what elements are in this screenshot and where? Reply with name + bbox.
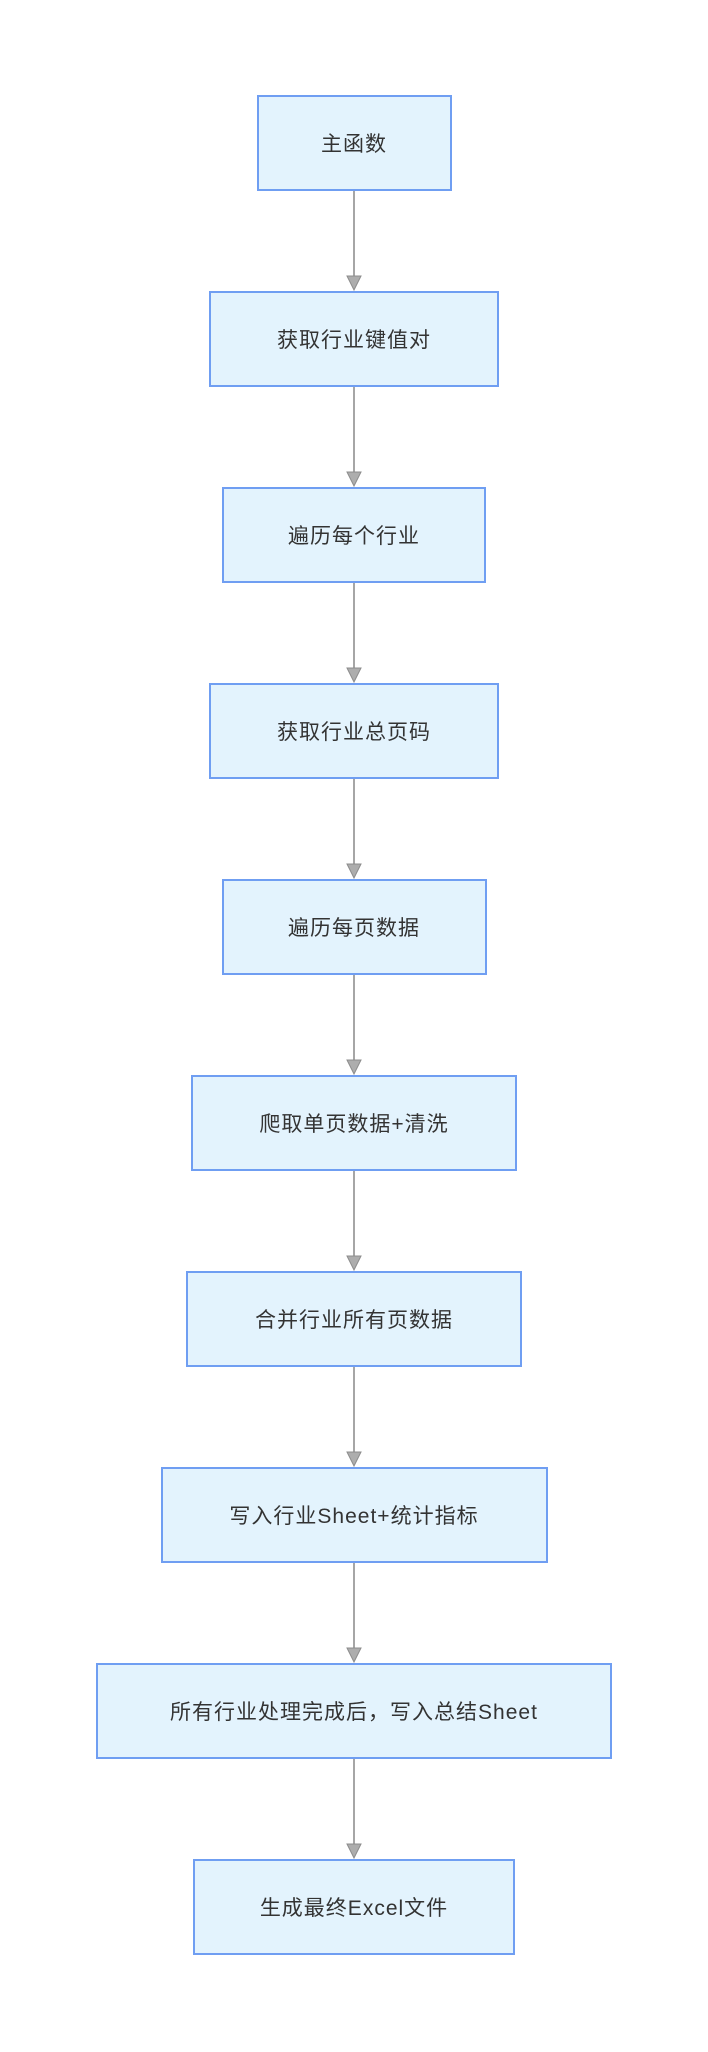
- flow-node-label: 主函数: [321, 133, 387, 156]
- arrow-down-icon: [346, 1171, 362, 1271]
- flow-node-label: 写入行业Sheet+统计指标: [229, 1505, 479, 1528]
- flow-node-label: 爬取单页数据+清洗: [259, 1113, 449, 1136]
- flow-connector: [346, 583, 362, 683]
- flow-node-label: 遍历每个行业: [288, 525, 420, 548]
- flow-node-label: 合并行业所有页数据: [255, 1309, 453, 1332]
- flow-node-iterate-each-industry: 遍历每个行业: [222, 487, 486, 583]
- flow-node-main-function: 主函数: [256, 95, 452, 191]
- flow-node-get-industry-total-pages: 获取行业总页码: [209, 683, 499, 779]
- flow-node-label: 所有行业处理完成后，写入总结Sheet: [170, 1701, 538, 1724]
- flow-node-label: 生成最终Excel文件: [259, 1897, 449, 1920]
- flow-node-iterate-each-page: 遍历每页数据: [221, 879, 487, 975]
- arrow-down-icon: [346, 387, 362, 487]
- flow-connector: [346, 191, 362, 291]
- flow-node-get-industry-key-values: 获取行业键值对: [209, 291, 499, 387]
- arrow-down-icon: [346, 1759, 362, 1859]
- flow-node-merge-industry-pages: 合并行业所有页数据: [186, 1271, 522, 1367]
- flow-node-crawl-single-page-clean: 爬取单页数据+清洗: [191, 1075, 517, 1171]
- arrow-down-icon: [346, 779, 362, 879]
- flow-node-write-industry-sheet: 写入行业Sheet+统计指标: [160, 1467, 548, 1563]
- flow-node-write-summary-sheet: 所有行业处理完成后，写入总结Sheet: [96, 1663, 612, 1759]
- flow-connector: [346, 975, 362, 1075]
- flow-connector: [346, 1171, 362, 1271]
- arrow-down-icon: [346, 583, 362, 683]
- flow-connector: [346, 1367, 362, 1467]
- flow-connector: [346, 1759, 362, 1859]
- flow-node-label: 遍历每页数据: [288, 917, 420, 940]
- arrow-down-icon: [346, 1563, 362, 1663]
- flow-node-label: 获取行业总页码: [277, 721, 431, 744]
- arrow-down-icon: [346, 975, 362, 1075]
- flow-node-generate-excel-file: 生成最终Excel文件: [193, 1859, 515, 1955]
- arrow-down-icon: [346, 1367, 362, 1467]
- flow-node-label: 获取行业键值对: [277, 329, 431, 352]
- arrow-down-icon: [346, 191, 362, 291]
- flow-connector: [346, 1563, 362, 1663]
- flow-connector: [346, 779, 362, 879]
- flow-connector: [346, 387, 362, 487]
